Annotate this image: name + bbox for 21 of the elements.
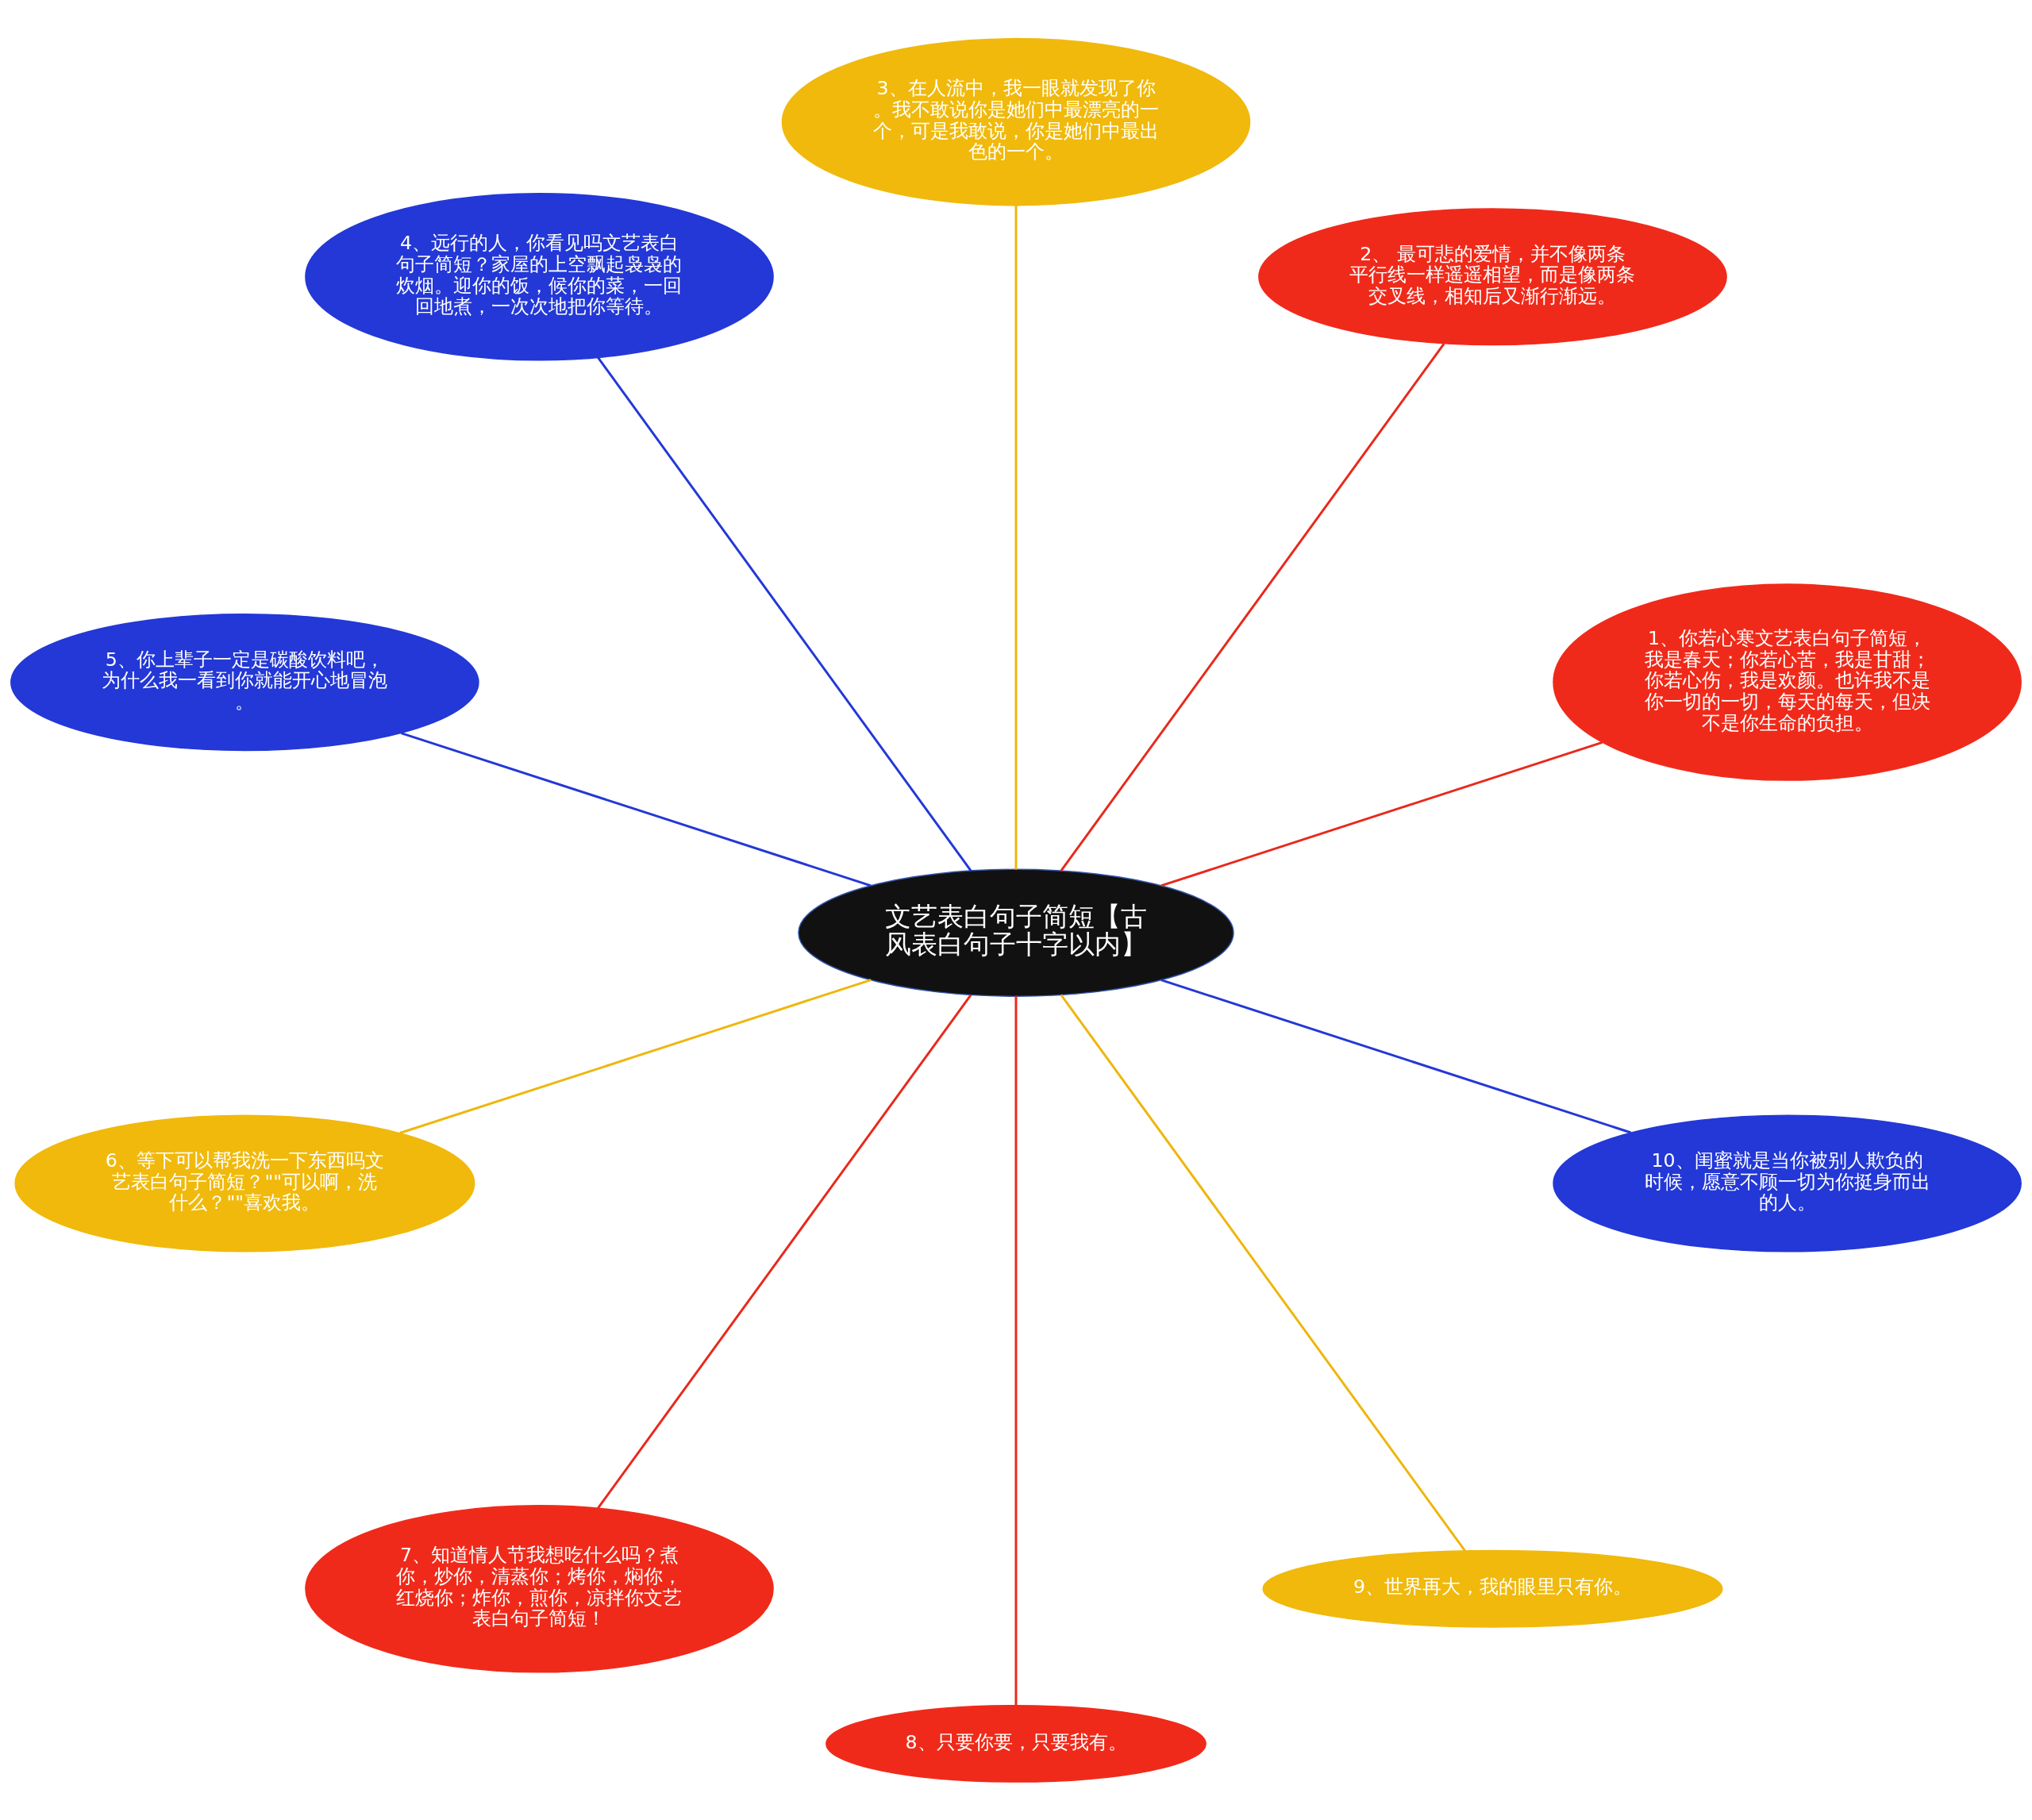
node-ellipse: 8、只要你要，只要我有。: [826, 1704, 1206, 1783]
connector: [400, 731, 872, 887]
connector: [1160, 741, 1603, 887]
connector: [1060, 342, 1445, 872]
connector: [1014, 205, 1018, 870]
connector: [1160, 978, 1632, 1133]
connector: [597, 994, 972, 1509]
connector: [1014, 995, 1018, 1705]
node-ellipse: 5、你上辈子一定是碳酸饮料吧，为什么我一看到你就能开心地冒泡。: [10, 613, 479, 751]
node-ellipse: 1、你若心寒文艺表白句子简短，我是春天；你若心苦，我是甘甜；你若心伤，我是欢颜。也许我不是你一切的一切，每天的每天，但决不是你生命的负担。: [1553, 583, 2022, 781]
connector: [597, 356, 972, 872]
node-ellipse: 6、等下可以帮我洗一下东西吗文艺表白句子简短？""可以啊，洗什么？""喜欢我。: [14, 1114, 475, 1252]
node-ellipse: 文艺表白句子简短【古风表白句子十字以内】: [798, 868, 1234, 997]
node-ellipse: 9、世界再大，我的眼里只有你。: [1262, 1549, 1723, 1628]
connector: [1060, 994, 1466, 1552]
connector: [399, 978, 872, 1134]
node-ellipse: 2、 最可悲的爱情，并不像两条平行线一样遥遥相望，而是像两条交叉线，相知后又渐行渐远。: [1258, 207, 1727, 345]
node-ellipse: 3、在人流中，我一眼就发现了你。我不敢说你是她们中最漂亮的一个，可是我敢说，你是她们中最出色的一个。: [781, 37, 1251, 206]
node-ellipse: 4、远行的人，你看见吗文艺表白句子简短？家屋的上空飘起袅袅的炊烟。迎你的饭，候你的菜，一回回地煮，一次次地把你等待。: [305, 192, 774, 361]
node-ellipse: 7、知道情人节我想吃什么吗？煮你，炒你，清蒸你；烤你，焖你，红烧你；炸你，煎你，凉拌你文艺表白句子简短！: [305, 1504, 774, 1673]
node-ellipse: 10、闺蜜就是当你被别人欺负的时候，愿意不顾一切为你挺身而出的人。: [1553, 1114, 2022, 1252]
